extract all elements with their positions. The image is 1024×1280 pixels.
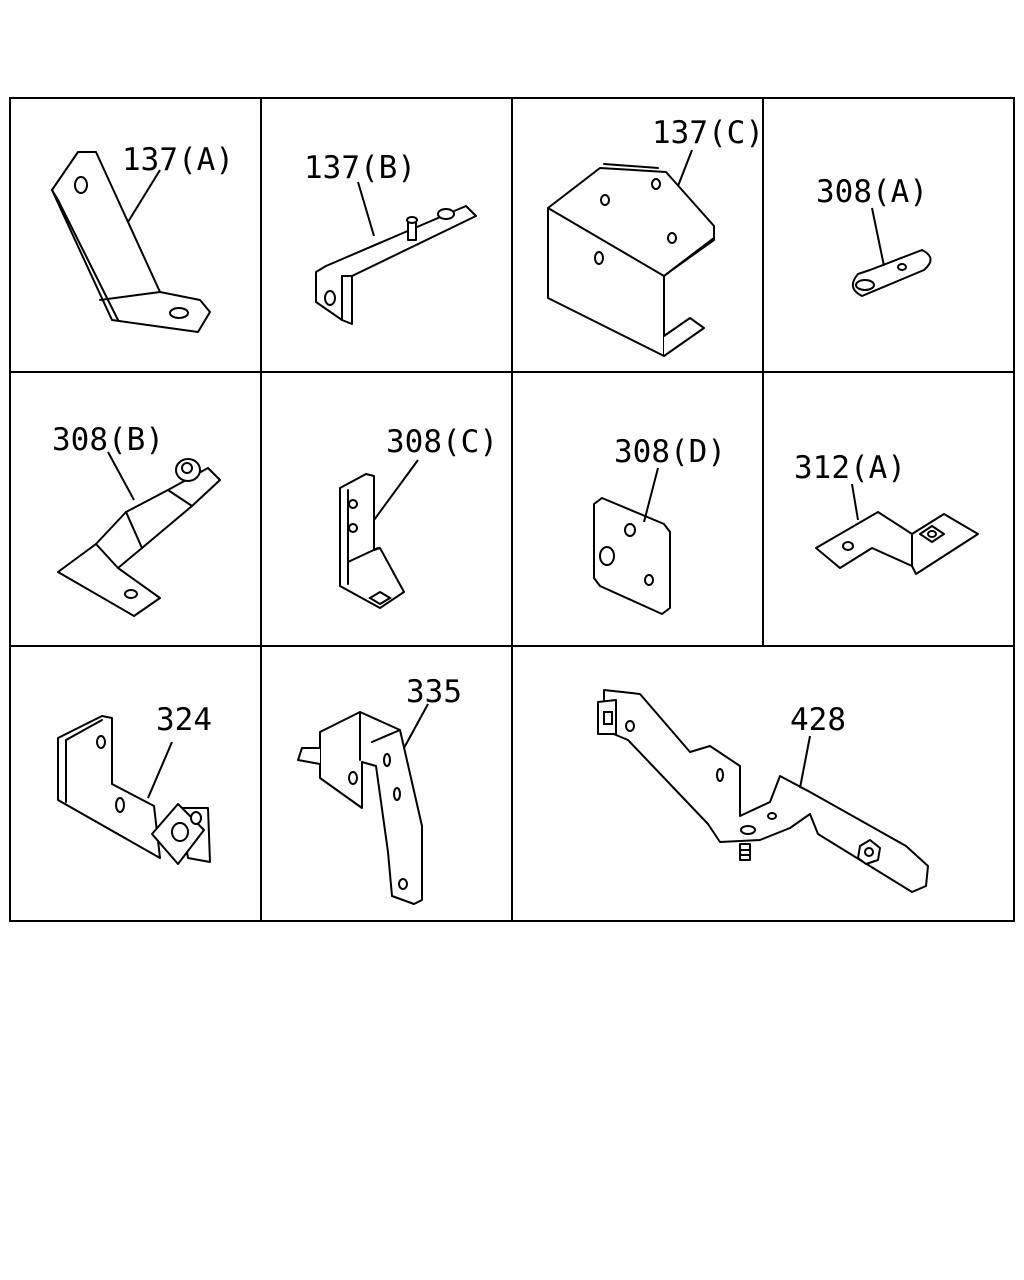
plate-308d-drawing [593, 497, 671, 615]
plate-308a-drawing [851, 249, 932, 297]
part-cell-308d[interactable]: 308(D) [593, 434, 726, 615]
label-308c: 308(C) [386, 424, 498, 460]
part-cell-312a[interactable]: 312(A) [794, 450, 979, 575]
leader-308b [107, 451, 135, 501]
leader-428 [799, 735, 811, 789]
bracket-335-drawing [297, 711, 423, 905]
leader-335 [403, 703, 429, 749]
label-308b: 308(B) [52, 422, 164, 458]
bracket-428-drawing [597, 689, 929, 893]
label-308d: 308(D) [614, 434, 726, 470]
part-cell-137b[interactable]: 137(B) [304, 150, 477, 325]
part-cell-324[interactable]: 324 [57, 702, 212, 865]
label-335: 335 [406, 674, 462, 710]
label-137c: 137(C) [652, 115, 764, 151]
part-cell-308c[interactable]: 308(C) [339, 424, 498, 609]
leader-312a [851, 483, 859, 521]
leader-137b [357, 181, 375, 237]
leader-308d [643, 467, 659, 523]
label-428: 428 [790, 702, 846, 738]
leader-137c [677, 149, 693, 187]
bracket-312a-drawing [815, 511, 979, 575]
parts-grid [9, 97, 1015, 922]
part-cell-428[interactable]: 428 [597, 689, 929, 893]
label-137b: 137(B) [304, 150, 416, 186]
part-cell-137c[interactable]: 137(C) [547, 115, 764, 357]
bracket-308b-drawing [57, 458, 221, 617]
part-cell-308b[interactable]: 308(B) [52, 422, 221, 617]
leader-324 [147, 741, 173, 799]
label-308a: 308(A) [816, 174, 928, 210]
leader-308c [373, 459, 419, 521]
bracket-137b-drawing [315, 205, 477, 325]
part-cell-308a[interactable]: 308(A) [816, 174, 932, 297]
part-cell-137a[interactable]: 137(A) [51, 142, 234, 333]
label-324: 324 [156, 702, 212, 738]
bracket-324-drawing [57, 715, 211, 865]
bracket-137a-drawing [51, 151, 211, 333]
label-312a: 312(A) [794, 450, 906, 486]
leader-308a [871, 207, 885, 267]
label-137a: 137(A) [122, 142, 234, 178]
bracket-308c-drawing [339, 473, 405, 609]
leader-137a [127, 169, 161, 223]
bracket-137c-drawing [547, 163, 715, 357]
part-cell-335[interactable]: 335 [297, 674, 462, 905]
